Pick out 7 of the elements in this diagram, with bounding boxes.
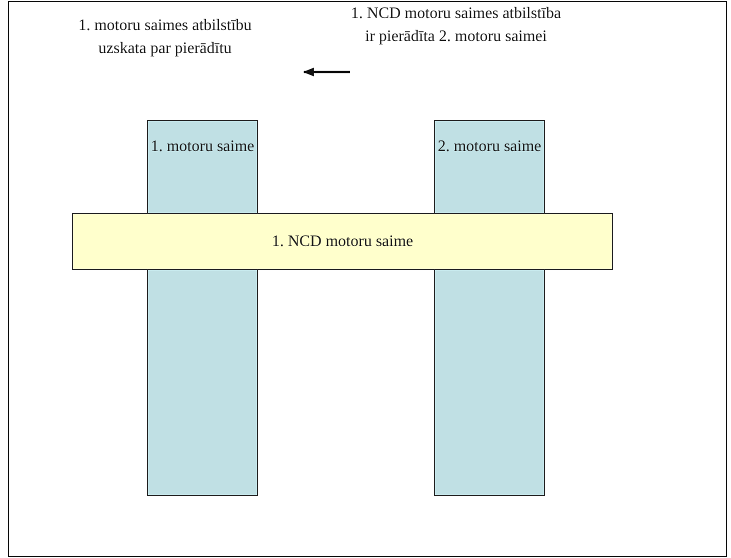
engine-family-band bbox=[72, 213, 613, 270]
arrow bbox=[302, 68, 350, 76]
annotation-text: 1. motoru saimes atbilstību uzskata par pierādītu bbox=[70, 14, 260, 84]
bar-label: 1. NCD motoru saime bbox=[272, 232, 414, 252]
bar-label: 2. motoru saime bbox=[438, 137, 542, 157]
bar-label: 1. motoru saime bbox=[150, 137, 254, 157]
annotation-text: 1. NCD motoru saimes atbilstība ir pierādīta 2. motoru saimei bbox=[350, 2, 562, 72]
